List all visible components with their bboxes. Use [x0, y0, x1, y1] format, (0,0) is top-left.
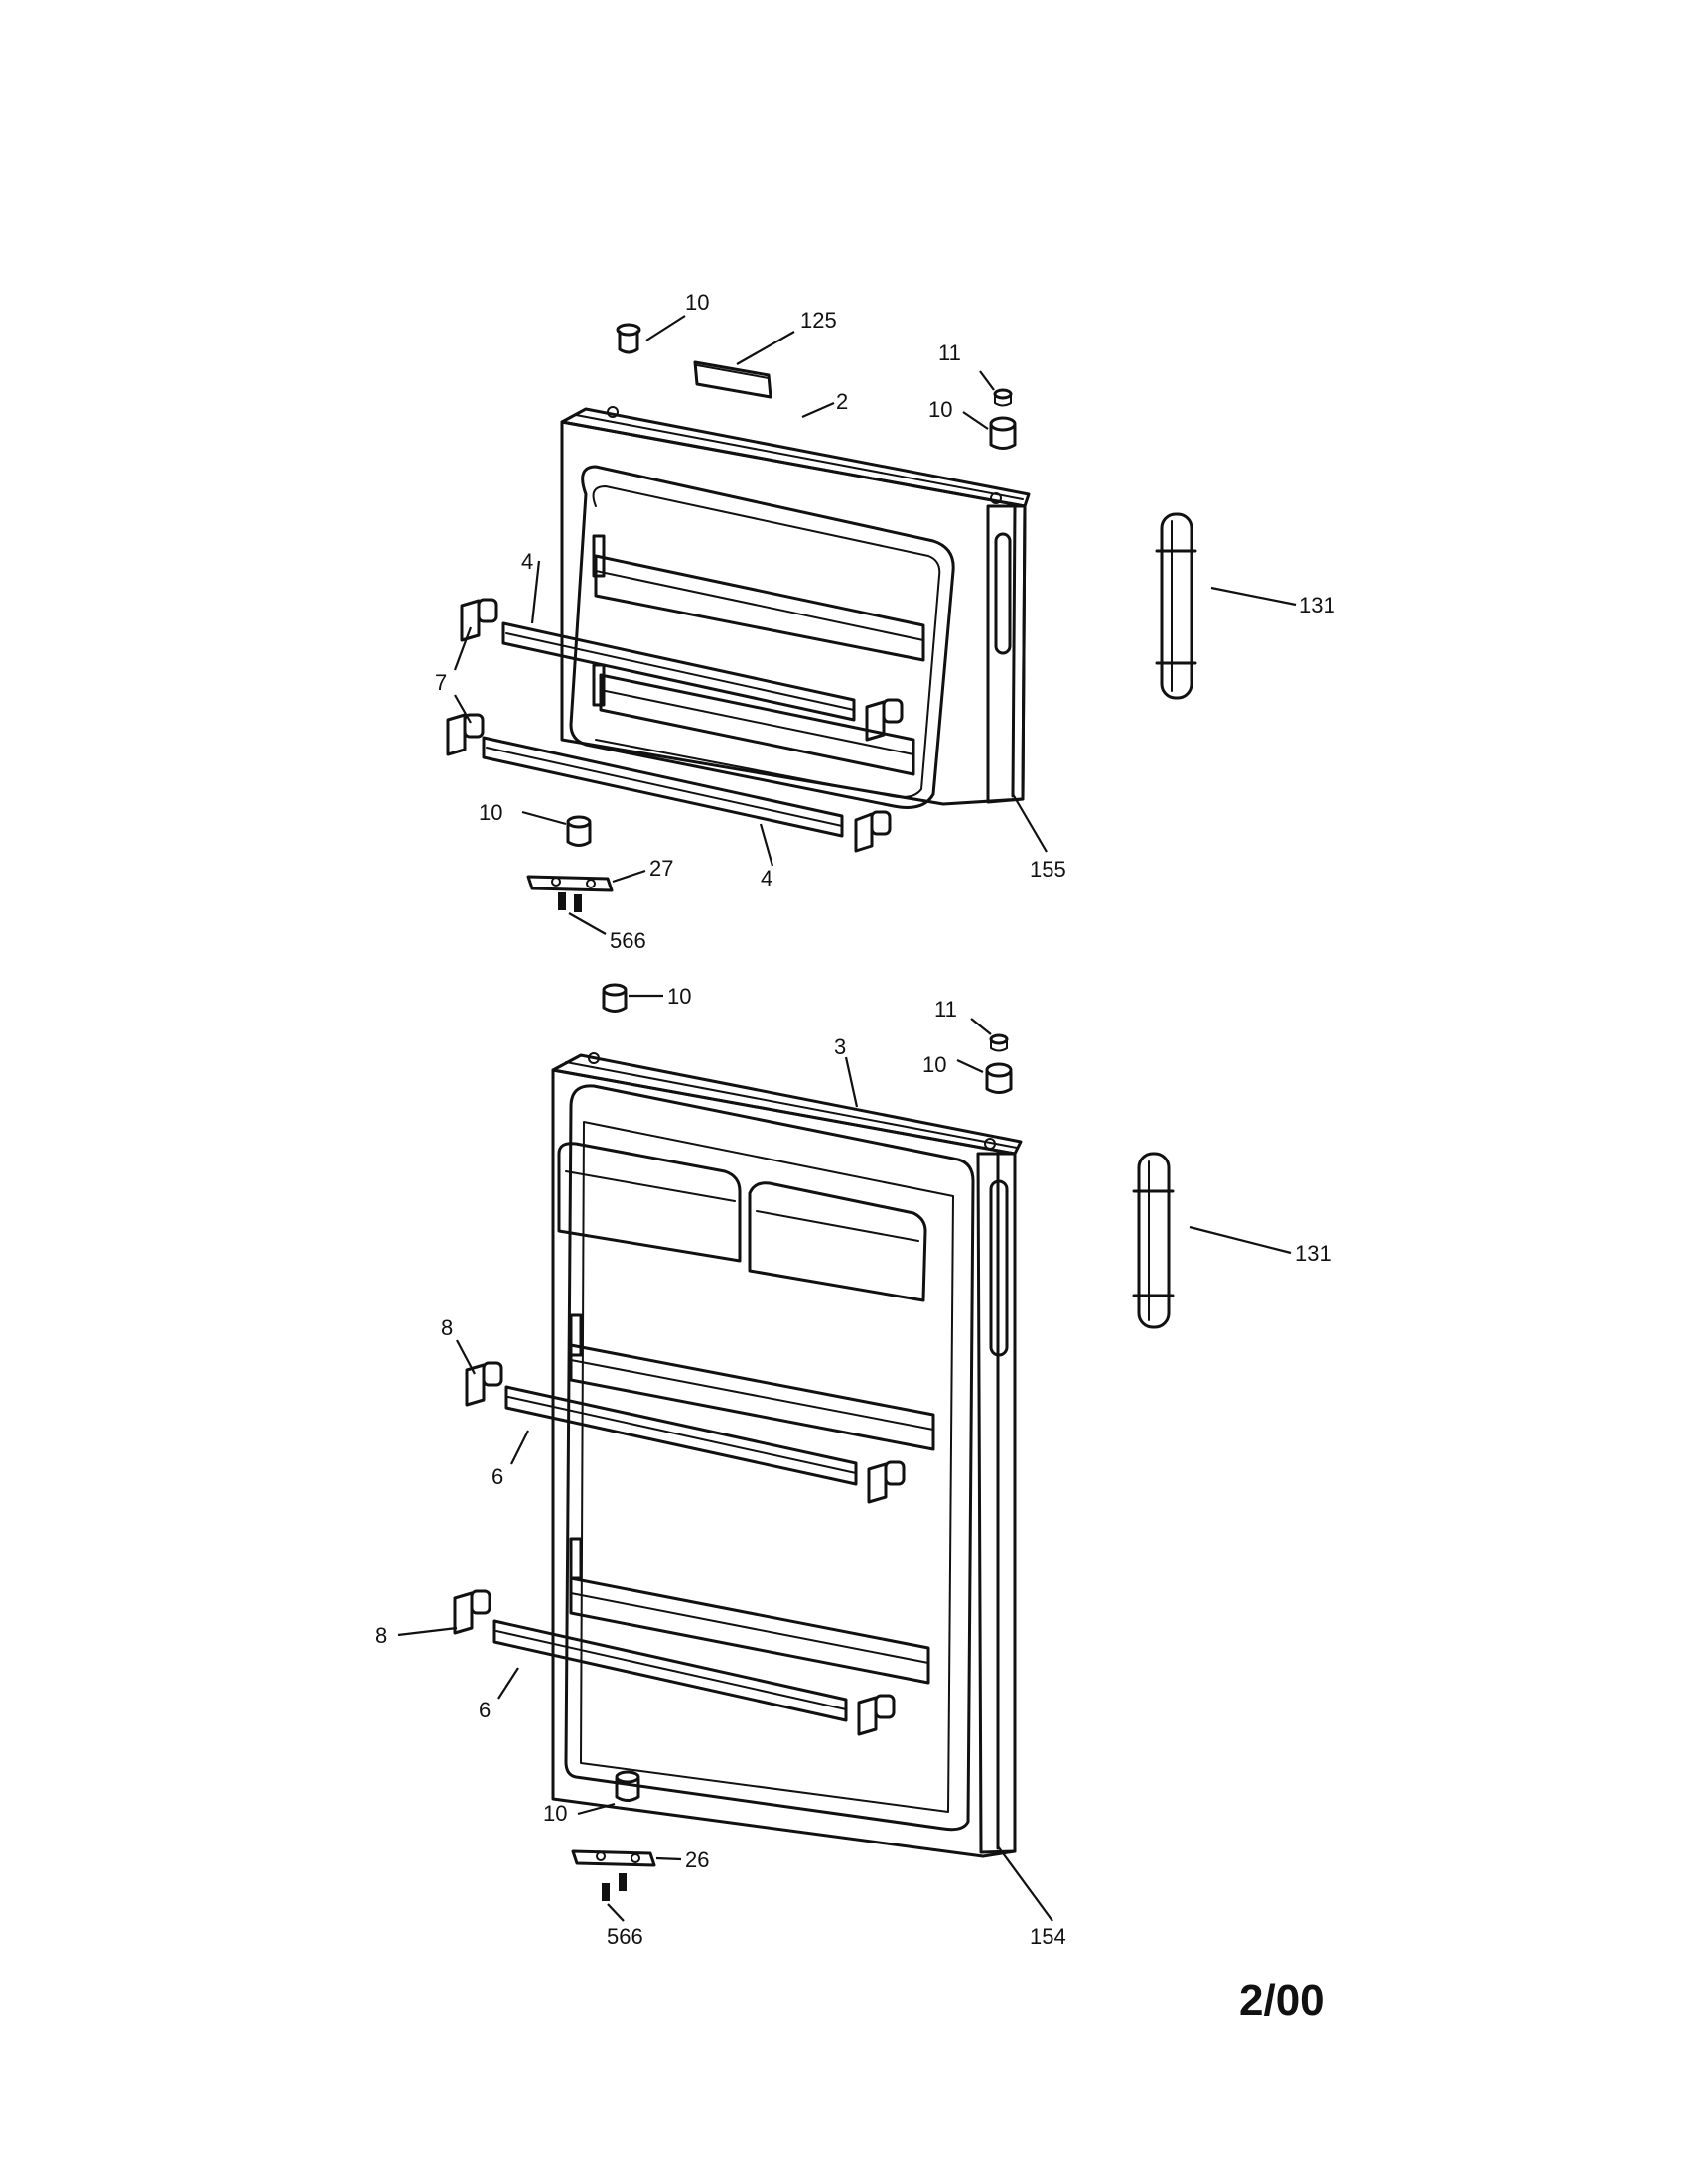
callouts-bottom: 10 11 3 10 131 8 6 8 6 10 26 154 566 [375, 984, 1332, 1949]
leader-lines-top [453, 315, 1297, 935]
hinge-27 [526, 875, 614, 892]
fresh-food-door-assembly: 10 11 3 10 131 8 6 8 6 10 26 154 566 [375, 983, 1332, 1949]
screw-566 [558, 892, 582, 912]
cap-plug-10-bottom-right [985, 1062, 1013, 1094]
freezer-rail-end-cap [446, 598, 904, 853]
freezer-door-assembly: 10 125 11 10 2 131 4 7 10 4 27 155 566 [435, 290, 1335, 953]
callout-125: 125 [800, 308, 837, 333]
callout-131-top: 131 [1299, 593, 1335, 617]
callout-8-lower: 8 [375, 1623, 387, 1648]
plug-11-bottom [989, 1033, 1009, 1052]
freezer-door-panel [560, 406, 1031, 809]
callout-3: 3 [834, 1034, 846, 1059]
cap-plug-10-right [989, 416, 1017, 450]
revision-date: 2/00 [1239, 1977, 1325, 2025]
cap-plug-10-lower [566, 815, 592, 847]
freezer-bottle-rail-lower [482, 736, 844, 838]
fresh-food-door-panel [551, 1052, 1023, 1858]
hinge-26 [571, 1849, 656, 1867]
callout-10-bottom-lower: 10 [543, 1801, 567, 1826]
callout-26: 26 [685, 1847, 709, 1872]
door-handle-131-bottom [1132, 1152, 1175, 1329]
nameplate-125 [693, 360, 772, 399]
callouts-top: 10 125 11 10 2 131 4 7 10 4 27 155 566 [435, 290, 1335, 953]
callout-4-upper: 4 [521, 549, 533, 574]
callout-10-top-left: 10 [685, 290, 709, 315]
fresh-food-bottle-rail-upper [504, 1385, 858, 1486]
plug-11 [993, 388, 1013, 407]
cap-plug-10 [616, 323, 641, 354]
callout-566-top: 566 [610, 928, 646, 953]
fresh-food-rail-end-cap [453, 1361, 906, 1736]
callout-8-upper: 8 [441, 1315, 453, 1340]
callout-10-bottom-top: 10 [667, 984, 691, 1009]
callout-11-top: 11 [938, 341, 961, 365]
callout-11-bottom: 11 [934, 997, 957, 1022]
callout-27: 27 [649, 856, 673, 881]
callout-154: 154 [1030, 1924, 1066, 1949]
callout-4-lower: 4 [761, 866, 772, 890]
fresh-food-bottle-rail-lower [492, 1619, 848, 1722]
callout-131-bottom: 131 [1295, 1241, 1332, 1266]
callout-10-top-lower: 10 [479, 800, 502, 825]
cap-plug-10-bottom-lower [615, 1770, 640, 1802]
leader-lines-bottom [397, 994, 1292, 1922]
callout-6-lower: 6 [479, 1698, 491, 1722]
freezer-bottle-rail-upper [501, 621, 856, 722]
screw-566-bottom [602, 1873, 627, 1901]
callout-7: 7 [435, 670, 447, 695]
callout-566-bottom: 566 [607, 1924, 643, 1949]
callout-10-top-right: 10 [928, 397, 952, 422]
cap-plug-10-bottom-top [602, 983, 628, 1013]
callout-10-bottom-right: 10 [922, 1052, 946, 1077]
door-handle-131 [1155, 512, 1197, 700]
callout-155: 155 [1030, 857, 1066, 882]
callout-6-upper: 6 [491, 1464, 503, 1489]
callout-2: 2 [836, 389, 848, 414]
